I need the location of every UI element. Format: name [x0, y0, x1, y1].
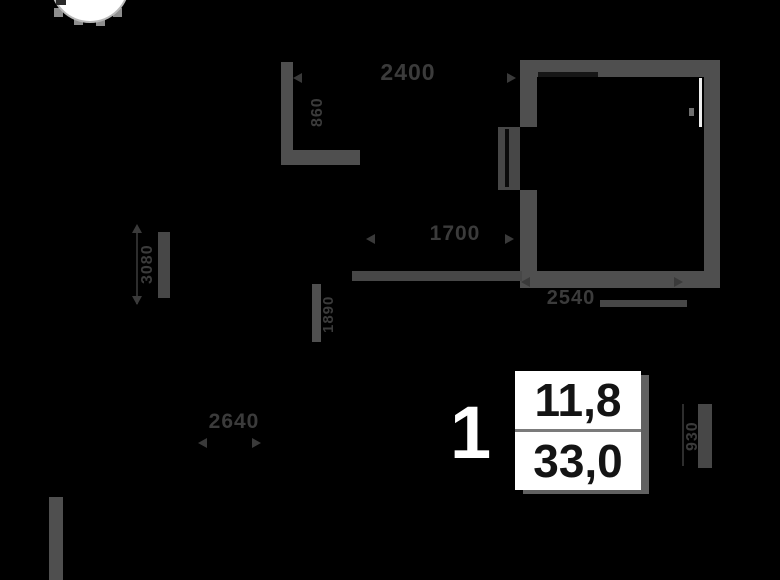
dim-arrow-icon — [674, 277, 683, 287]
dim-hall-width: 1700 — [429, 222, 481, 245]
dim-room-width: 2540 — [546, 287, 596, 309]
wall-right-stub — [698, 404, 712, 468]
dim-top-width: 2400 — [380, 59, 436, 85]
dim-arrow-icon — [507, 73, 516, 83]
compass-tick-icon — [113, 8, 122, 17]
compass-tick-icon — [74, 16, 83, 25]
unit-total-area: 33,0 — [515, 429, 641, 490]
dim-arrow-icon — [293, 73, 302, 83]
wall-mid-vertical — [312, 284, 321, 342]
window-icon — [538, 72, 598, 77]
unit-spec-box: 11,8 33,0 — [515, 371, 641, 490]
dim-arrow-icon — [132, 224, 142, 233]
compass-tick-icon — [96, 17, 105, 26]
door-handle-icon — [689, 108, 694, 116]
wall-room-left-upper — [520, 60, 537, 127]
compass-tick-icon — [54, 8, 63, 17]
dim-left-height: 3080 — [139, 244, 156, 284]
dim-arrow-icon — [521, 277, 530, 287]
dim-lower-left-width: 2640 — [208, 410, 260, 433]
wall-l-vertical — [281, 62, 293, 164]
wall-room-right — [704, 60, 720, 288]
unit-rooms-count: 1 — [450, 391, 492, 474]
wall-room-left-lower — [520, 190, 537, 288]
entrance-door-icon — [699, 78, 702, 127]
dim-upper-left-height: 860 — [309, 97, 326, 127]
wall-bottom-left — [49, 497, 63, 580]
dim-mid-height: 1890 — [320, 295, 337, 333]
dim-arrow-icon — [198, 438, 207, 448]
compass-icon — [52, 0, 128, 21]
dim-right-height: 930 — [684, 421, 701, 451]
shaft-door-icon — [505, 129, 509, 187]
compass-needle-icon — [56, 0, 66, 5]
wall-left-stub — [158, 232, 170, 298]
dim-arrow-icon — [252, 438, 261, 448]
dim-arrow-icon — [132, 296, 142, 305]
dim-line — [136, 226, 138, 304]
wall-shaft — [498, 127, 520, 190]
wall-l-horizontal — [281, 150, 360, 165]
wall-hall-bottom — [352, 271, 522, 281]
wall-room-bottom — [520, 271, 720, 288]
dim-line — [682, 404, 684, 466]
dim-arrow-icon — [366, 234, 375, 244]
dim-arrow-icon — [505, 234, 514, 244]
unit-living-area: 11,8 — [534, 374, 622, 426]
wall-below-room — [600, 300, 687, 307]
